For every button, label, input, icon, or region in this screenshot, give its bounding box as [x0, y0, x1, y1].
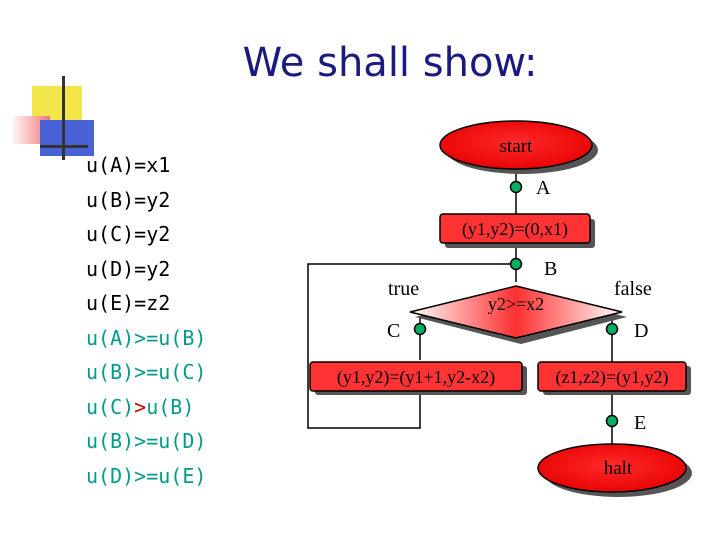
- condition-text: u(B): [146, 394, 195, 419]
- connector-loop-back: [307, 263, 516, 429]
- point-e-marker: [605, 414, 619, 428]
- point-a-marker: [509, 180, 523, 194]
- condition-line: u(E)=z2: [86, 286, 206, 321]
- condition-text: u(A)>=u(B): [86, 325, 207, 350]
- point-b-marker: [509, 257, 523, 271]
- condition-text: u(C): [86, 394, 135, 419]
- loop-assignment-label: (y1,y2)=(y1+1,y2-x2): [337, 367, 495, 388]
- point-d-marker: [605, 322, 619, 336]
- condition-text: u(B)=y2: [86, 187, 171, 212]
- decorative-vertical-line: [62, 76, 65, 160]
- point-a-label: A: [536, 177, 551, 199]
- false-branch-label: false: [614, 278, 652, 300]
- condition-line: u(D)=y2: [86, 252, 206, 287]
- point-d-label: D: [634, 320, 648, 342]
- condition-line: u(B)>=u(D): [86, 424, 206, 459]
- decorative-blue-block: [40, 120, 94, 156]
- condition-text: u(A)=x1: [86, 153, 171, 177]
- point-b-label: B: [544, 258, 557, 280]
- condition-line: u(D)>=u(E): [86, 459, 206, 494]
- decision-label: y2>=x2: [488, 294, 544, 314]
- point-c-marker: [413, 322, 427, 336]
- point-e-label: E: [634, 412, 646, 434]
- condition-line: u(B)=y2: [86, 183, 206, 218]
- conditions-list: u(A)=x1 u(B)=y2 u(C)=y2 u(D)=y2 u(E)=z2 u(A)>…: [86, 148, 206, 493]
- condition-text: u(D)=y2: [86, 256, 171, 281]
- condition-line: u(B)>=u(C): [86, 355, 206, 390]
- decorative-horizontal-line: [40, 145, 88, 148]
- condition-line: u(C)>u(B): [86, 390, 206, 425]
- point-c-label: C: [387, 320, 400, 342]
- condition-text: u(D)>=u(E): [86, 463, 207, 488]
- condition-text: u(B)>=u(D): [86, 429, 207, 453]
- start-node: start: [439, 120, 598, 174]
- halt-label: halt: [604, 458, 633, 479]
- condition-line: u(A)=x1: [86, 148, 206, 183]
- condition-line: u(C)=y2: [86, 217, 206, 252]
- condition-text: >: [134, 394, 147, 419]
- loop-assignment-node: (y1,y2)=(y1+1,y2-x2): [309, 361, 527, 395]
- start-label: start: [500, 136, 533, 157]
- final-assignment-label: (z1,z2)=(y1,y2): [555, 367, 668, 388]
- slide-title: We shall show:: [242, 40, 538, 86]
- init-assignment-node: (y1,y2)=(0,x1): [439, 213, 595, 248]
- decision-node: y2>=x2: [409, 285, 627, 344]
- final-assignment-node: (z1,z2)=(y1,y2): [537, 361, 691, 395]
- true-branch-label: true: [388, 278, 419, 300]
- condition-text: u(C)=y2: [86, 222, 171, 246]
- halt-node: halt: [537, 443, 692, 497]
- init-assignment-label: (y1,y2)=(0,x1): [462, 219, 568, 240]
- condition-line: u(A)>=u(B): [86, 321, 206, 356]
- condition-text: u(E)=z2: [86, 291, 171, 315]
- condition-text: u(B)>=u(C): [86, 360, 207, 384]
